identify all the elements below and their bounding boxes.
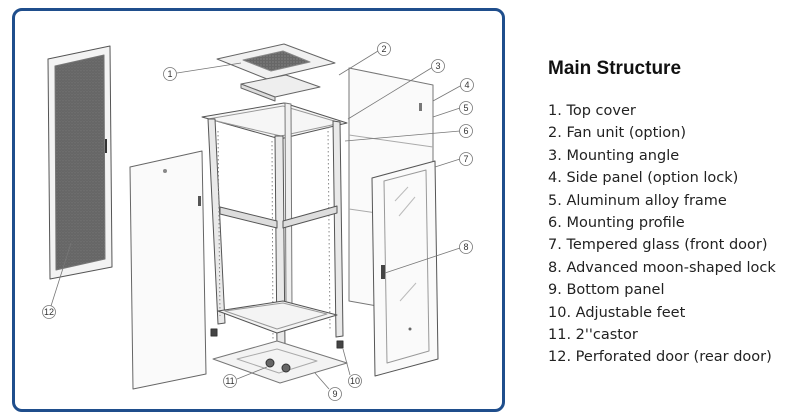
callout-markers: 1 2 3 4 5 6 7 [42,42,474,401]
callout-11: 11 [223,374,237,388]
tempered-glass-front-door [371,160,439,377]
legend-title: Main Structure [548,58,682,79]
legend-item: 10. Adjustable feet [548,304,686,321]
aluminum-frame [201,102,348,349]
callout-7-label: 7 [463,154,468,164]
legend-list: 1. Top cover 2. Fan unit (option) 3. Mou… [548,100,796,369]
legend-item: 5. Aluminum alloy frame [548,192,727,209]
callout-10: 10 [348,374,362,388]
perforated-rear-door [47,45,113,280]
legend-panel: Main Structure 1. Top cover 2. Fan unit … [548,58,796,369]
callout-2-label: 2 [381,44,386,54]
callout-6: 6 [459,124,473,138]
callout-12: 12 [42,305,56,319]
callout-2: 2 [377,42,391,56]
left-side-panel [129,150,207,390]
legend-item: 11. 2''castor [548,326,638,343]
callout-leaders [50,50,463,390]
callout-4-label: 4 [464,80,469,90]
callout-1: 1 [163,67,177,81]
callout-9-label: 9 [332,389,337,399]
legend-item: 2. Fan unit (option) [548,125,687,142]
legend-item: 12. Perforated door (rear door) [548,349,772,366]
exploded-diagram-frame: 1 2 3 4 5 6 7 [12,8,505,412]
callout-4: 4 [460,78,474,92]
callout-11-label: 11 [225,376,234,386]
castor [265,358,291,373]
callout-5-label: 5 [463,103,468,113]
cabinet-exploded-diagram: 1 2 3 4 5 6 7 [42,42,474,401]
callout-5: 5 [459,101,473,115]
top-cover [216,43,336,80]
callout-6-label: 6 [463,126,468,136]
legend-item: 3. Mounting angle [548,147,680,164]
callout-8: 8 [459,240,473,254]
callout-7: 7 [459,152,473,166]
legend-item: 8. Advanced moon-shaped lock [548,259,776,276]
callout-9: 9 [328,387,342,401]
callout-3: 3 [431,59,445,73]
callout-8-label: 8 [463,242,468,252]
callout-3-label: 3 [435,61,440,71]
legend-item: 1. Top cover [548,103,636,119]
callout-10-label: 10 [350,376,360,386]
legend-item: 4. Side panel (option lock) [548,170,739,187]
callout-1-label: 1 [167,69,172,79]
legend-item: 7. Tempered glass (front door) [548,237,768,254]
callout-12-label: 12 [44,307,54,317]
legend-item: 9. Bottom panel [548,282,665,299]
fan-unit [240,74,321,102]
legend-item: 6. Mounting profile [548,214,685,231]
